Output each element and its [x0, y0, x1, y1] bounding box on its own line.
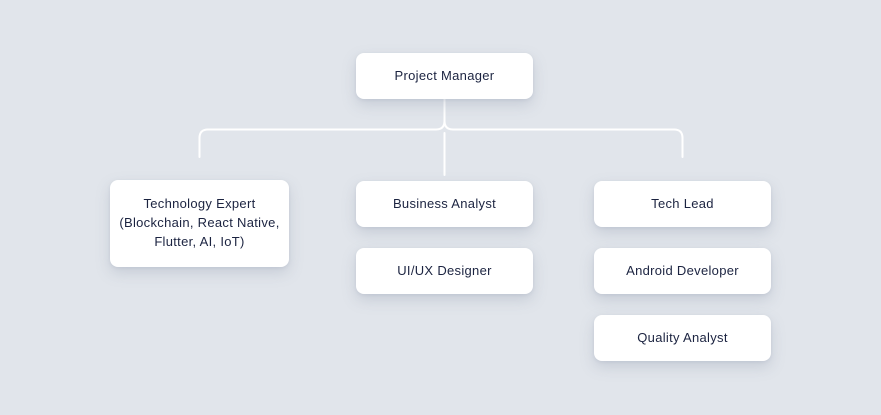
connector-stem-left-branch	[198, 98, 446, 158]
node-label: UI/UX Designer	[397, 262, 492, 278]
node-tech-lead: Tech Lead	[594, 181, 771, 227]
node-label: Technology Expert (Blockchain, React Nat…	[119, 196, 280, 249]
node-label: Android Developer	[626, 262, 739, 278]
node-label: Business Analyst	[392, 195, 497, 211]
node-business-analyst: Business Analyst	[356, 181, 533, 227]
node-ui-ux-designer: UI/UX Designer	[356, 248, 533, 294]
node-project-manager: Project Manager	[356, 53, 533, 99]
node-label: Tech Lead	[651, 195, 714, 211]
node-label: Project Manager	[394, 67, 495, 83]
node-technology-expert: Technology Expert (Blockchain, React Nat…	[110, 180, 289, 267]
node-label: Quality Analyst	[637, 329, 728, 345]
connector-stem-right-branch	[443, 98, 684, 158]
node-android-developer: Android Developer	[594, 248, 771, 294]
node-quality-analyst: Quality Analyst	[594, 315, 771, 361]
